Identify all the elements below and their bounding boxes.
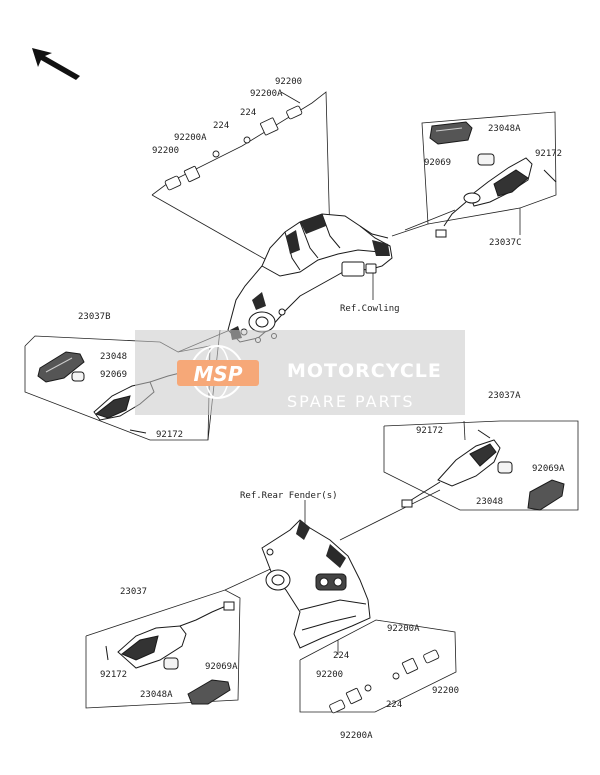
label-92200a-top: 92200A — [250, 89, 283, 99]
watermark: MSP MOTORCYCLE SPARE PARTS — [135, 330, 465, 415]
label-92200a-bottom-right: 92200A — [387, 624, 420, 634]
msp-logo-icon: MSP — [177, 345, 259, 399]
label-224-top: 224 — [240, 108, 257, 118]
label-224-bottom-1: 224 — [333, 651, 350, 661]
front-arrow-icon — [32, 48, 80, 80]
label-92172-right: 92172 — [416, 426, 444, 436]
cowling-shading — [230, 214, 390, 340]
label-23037b: 23037B — [78, 312, 111, 322]
label-92069-top-left: 92069 — [100, 370, 128, 380]
label-23048-right: 23048 — [476, 497, 504, 507]
label-92172-top-left: 92172 — [156, 430, 184, 440]
top-brackets — [164, 105, 303, 191]
label-23037c: 23037C — [489, 238, 522, 248]
watermark-title: MOTORCYCLE — [287, 360, 442, 382]
label-92069a-bottom-left: 92069A — [205, 662, 238, 672]
label-23048-top-left: 23048 — [100, 352, 128, 362]
label-92200-bottom-1: 92200 — [316, 670, 344, 680]
label-92069-top-right: 92069 — [424, 158, 452, 168]
fender-shading — [296, 520, 346, 568]
label-92069a-right: 92069A — [532, 464, 565, 474]
label-224-left: 224 — [213, 121, 230, 131]
turn-signal-23037c — [429, 121, 557, 238]
rear-fender-bracket — [261, 519, 371, 649]
svg-text:MSP: MSP — [194, 362, 243, 386]
label-92200a-bottom: 92200A — [340, 731, 373, 741]
label-23037: 23037 — [120, 587, 148, 597]
label-23037a: 23037A — [488, 391, 521, 401]
label-92200-top: 92200 — [275, 77, 303, 87]
watermark-subtitle: SPARE PARTS — [287, 392, 415, 411]
label-92200a-left: 92200A — [174, 133, 207, 143]
bottom-brackets — [329, 649, 440, 714]
label-92200-bottom-2: 92200 — [432, 686, 460, 696]
turn-signal-23037a — [401, 429, 565, 511]
label-ref-cowling: Ref.Cowling — [340, 304, 400, 314]
label-224-bottom-2: 224 — [386, 700, 403, 710]
label-23048a-top-right: 23048A — [488, 124, 521, 134]
label-92172-bottom-left: 92172 — [100, 670, 128, 680]
label-ref-rear-fender: Ref.Rear Fender(s) — [240, 491, 338, 501]
label-23048a-bottom-left: 23048A — [140, 690, 173, 700]
cowling-body — [227, 213, 393, 343]
label-92172-top-right: 92172 — [535, 149, 563, 159]
label-92200-left: 92200 — [152, 146, 180, 156]
turn-signal-23037 — [105, 601, 235, 705]
